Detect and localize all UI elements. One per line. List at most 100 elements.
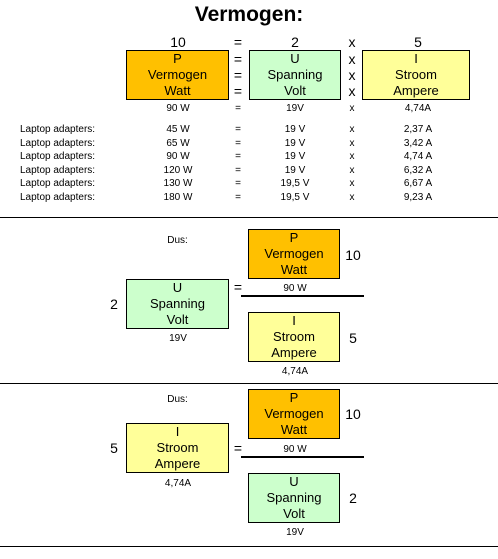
laptop-row-current: 3,42 A	[403, 137, 433, 149]
laptop-row-voltage: 19,5 V	[280, 178, 310, 189]
multiply-sign: x	[349, 164, 355, 176]
voltage-box: U Spanning Volt	[126, 279, 229, 329]
equals-sign: =	[235, 124, 241, 135]
multiply-sign: x	[349, 103, 355, 114]
multiply-sign: x	[348, 83, 356, 99]
voltage-symbol: U	[289, 474, 299, 489]
current-value: 5	[110, 440, 118, 456]
power-symbol: P	[289, 230, 299, 245]
laptop-row-current: 6,67 A	[403, 178, 433, 189]
i-example: 4,74A	[404, 103, 432, 114]
p-example: 90 W	[166, 103, 190, 114]
laptop-row-power: 90 W	[166, 151, 190, 162]
voltage-example: 19V	[169, 333, 187, 344]
equals-sign: =	[235, 151, 241, 162]
p-value: 10	[170, 34, 186, 50]
equals-sign: =	[235, 191, 241, 203]
power-value: 10	[345, 247, 361, 263]
current-unit: Ampere	[271, 345, 317, 360]
voltage-symbol: U	[172, 280, 183, 295]
power-unit: Watt	[280, 262, 308, 277]
power-example: 90 W	[283, 283, 307, 294]
voltage-example: 19V	[286, 527, 304, 538]
laptop-row-voltage: 19 V	[284, 164, 306, 176]
laptop-row-label: Laptop adapters:	[20, 191, 96, 203]
current-symbol: I	[175, 424, 180, 439]
current-unit: Ampere	[393, 83, 439, 98]
current-example: 4,74A	[164, 478, 192, 489]
current-value: 5	[349, 330, 357, 346]
multiply-sign: x	[349, 151, 355, 162]
laptop-row-current: 6,32 A	[403, 164, 433, 176]
voltage-value: 2	[110, 296, 118, 312]
power-box: P Vermogen Watt	[248, 229, 340, 279]
voltage-name: Spanning	[266, 490, 322, 505]
multiply-sign: x	[349, 191, 355, 203]
laptop-row-label: Laptop adapters:	[20, 151, 96, 162]
power-value: 10	[345, 406, 361, 422]
equals-sign: =	[233, 51, 243, 67]
current-box: I Stroom Ampere	[362, 50, 470, 100]
current-name: Stroom	[395, 67, 437, 82]
laptop-row-power: 65 W	[166, 137, 190, 149]
laptop-row-voltage: 19 V	[284, 151, 306, 162]
current-symbol: I	[292, 313, 296, 328]
voltage-unit: Volt	[284, 83, 306, 98]
current-symbol: I	[414, 51, 418, 66]
current-name: Stroom	[156, 440, 199, 455]
current-unit: Ampere	[154, 456, 201, 471]
laptop-row-current: 2,37 A	[403, 124, 433, 135]
voltage-box: U Spanning Volt	[248, 473, 340, 523]
equals-sign: =	[233, 67, 243, 83]
current-box: I Stroom Ampere	[248, 312, 340, 362]
equals-sign: =	[235, 137, 241, 149]
i-value: 5	[414, 34, 422, 50]
current-example: 4,74A	[281, 366, 309, 377]
power-name: Vermogen	[264, 406, 324, 421]
power-box: P Vermogen Watt	[248, 389, 340, 439]
power-example: 90 W	[283, 444, 307, 455]
fraction-line	[241, 295, 364, 297]
power-name: Vermogen	[264, 246, 324, 261]
fraction-line	[241, 456, 364, 458]
voltage-box: U Spanning Volt	[249, 50, 341, 100]
laptop-row-voltage: 19 V	[284, 124, 306, 135]
voltage-value: 2	[349, 490, 357, 506]
equals-sign: =	[233, 34, 243, 50]
u-example: 19V	[286, 103, 304, 114]
equals-sign: =	[235, 103, 241, 114]
equals-sign: =	[235, 178, 241, 189]
laptop-row-voltage: 19,5 V	[280, 191, 310, 203]
power-name: Vermogen	[147, 67, 208, 82]
laptop-row-voltage: 19 V	[284, 137, 306, 149]
power-box: P Vermogen Watt	[126, 50, 229, 100]
laptop-row-label: Laptop adapters:	[20, 178, 96, 189]
voltage-name: Spanning	[150, 296, 205, 311]
power-symbol: P	[173, 51, 182, 66]
equals-sign: =	[233, 83, 243, 99]
laptop-row-current: 4,74 A	[403, 151, 433, 162]
divider	[0, 217, 498, 218]
voltage-unit: Volt	[283, 506, 305, 521]
current-name: Stroom	[273, 329, 315, 344]
laptop-row-label: Laptop adapters:	[20, 124, 96, 135]
multiply-sign: x	[348, 67, 356, 83]
laptop-row-power: 130 W	[163, 178, 193, 189]
current-box: I Stroom Ampere	[126, 423, 229, 473]
multiply-sign: x	[349, 124, 355, 135]
u-value: 2	[291, 34, 299, 50]
divider	[0, 546, 498, 547]
voltage-name: Spanning	[267, 67, 323, 82]
laptop-row-label: Laptop adapters:	[20, 137, 96, 149]
laptop-row-power: 120 W	[163, 164, 193, 176]
voltage-symbol: U	[290, 51, 300, 66]
power-symbol: P	[289, 390, 299, 405]
multiply-sign: x	[349, 178, 355, 189]
equals-sign: =	[233, 440, 243, 456]
voltage-unit: Volt	[166, 312, 189, 327]
equals-sign: =	[235, 164, 241, 176]
equals-sign: =	[233, 279, 243, 295]
dus-label: Dus:	[167, 235, 188, 246]
laptop-row-power: 45 W	[166, 124, 190, 135]
page-title: Vermogen:	[194, 3, 304, 26]
